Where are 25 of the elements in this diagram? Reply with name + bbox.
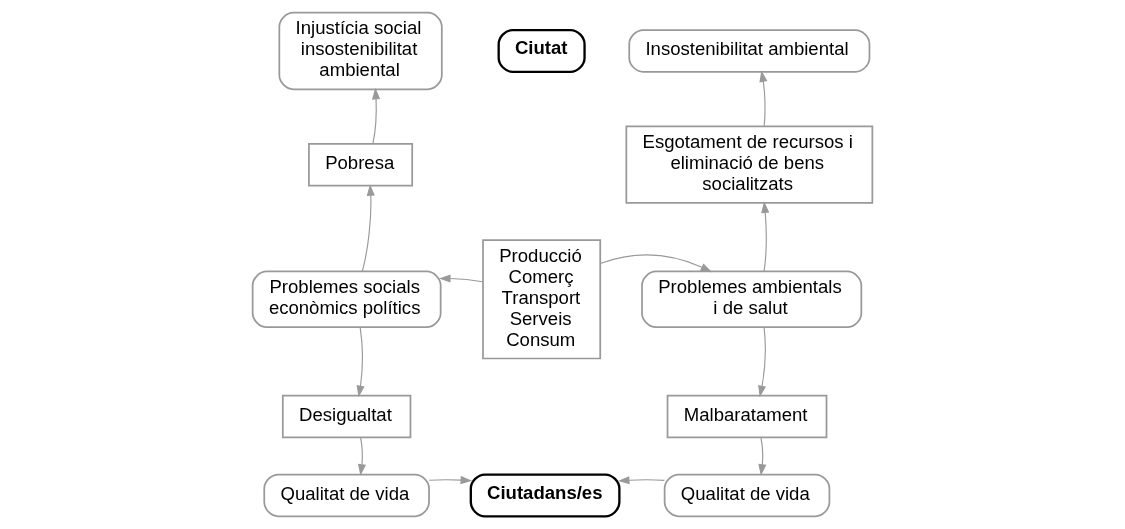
arrow <box>759 70 768 127</box>
arrow <box>617 476 665 485</box>
node-box: Insostenibilitat ambiental <box>628 29 871 73</box>
arrow <box>361 184 375 273</box>
arrow <box>357 437 367 476</box>
node-box: Esgotament de recursos i eliminació de bens socialitzats <box>625 125 874 204</box>
arrow <box>356 326 365 398</box>
arrow <box>761 201 770 272</box>
arrow <box>438 274 484 283</box>
arrow <box>372 87 381 145</box>
arrow <box>758 437 767 476</box>
node-box: Qualitat de vida <box>263 473 430 518</box>
node-box: Qualitat de vida <box>663 473 831 518</box>
node-box: Pobresa <box>308 142 414 187</box>
node-box: Problemes ambientals i de salut <box>641 270 863 329</box>
node-box: Malbaratament <box>666 394 828 439</box>
node-box: Injustícia social insostenibilitat ambiental <box>278 11 443 91</box>
node-box: Desigualtat <box>281 394 412 439</box>
node-box: Ciutat <box>497 28 586 73</box>
arrow <box>599 254 713 273</box>
node-box: Problemes socials econòmics polítics <box>251 270 442 329</box>
arrow <box>758 326 767 398</box>
arrow <box>428 476 473 485</box>
node-box: Ciutadans/es <box>469 473 621 518</box>
node-box: Producció Comerç Transport Serveis Consum <box>482 239 602 360</box>
